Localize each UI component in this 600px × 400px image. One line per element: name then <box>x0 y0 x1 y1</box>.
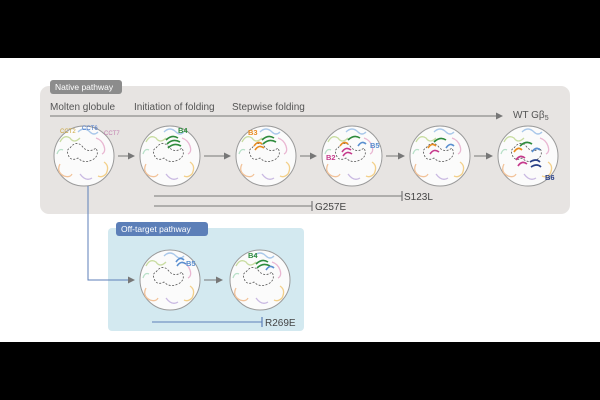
offtarget-pathway-tag <box>116 222 208 236</box>
label-cct2: CCT2 <box>60 129 76 135</box>
mutation-r269e: R269E <box>265 318 296 329</box>
stage-stepwise: Stepwise folding <box>232 102 305 113</box>
native-pathway-tag <box>50 80 122 94</box>
ring-initiation <box>139 125 201 187</box>
label-cct7: CCT7 <box>104 131 120 137</box>
bottom-letterbox <box>0 342 600 400</box>
ring-offtarget-2 <box>229 249 291 311</box>
native-pathway-panel <box>40 86 570 214</box>
ring-step-3 <box>409 125 471 187</box>
stage-molten-globule: Molten globule <box>50 102 115 113</box>
label-b3: B3 <box>248 128 258 137</box>
stage-initiation: Initiation of folding <box>134 102 215 113</box>
branch-arrow <box>87 186 135 284</box>
label-b5-native: B5 <box>370 141 380 150</box>
blade-b5-offtarget <box>175 257 187 267</box>
label-b4-initiation: B4 <box>178 126 188 135</box>
mutation-s123l: S123L <box>404 192 433 203</box>
blades-offtarget-2 <box>255 259 275 271</box>
label-b4-offtarget: B4 <box>248 251 258 260</box>
blades-wt-folded <box>513 141 542 168</box>
mutation-g257e: G257E <box>315 202 346 213</box>
label-cct6: CCT6 <box>82 126 98 132</box>
ring-step-1 <box>235 125 297 187</box>
label-b6: B6 <box>545 173 555 182</box>
stage-final-wt: WT Gβ5 <box>513 110 549 122</box>
blades-step-1 <box>253 135 277 151</box>
label-b5-offtarget: B5 <box>186 259 196 268</box>
offtarget-pathway-label: Off-target pathway <box>121 224 192 234</box>
blade-b4-initiation <box>165 135 182 149</box>
blades-step-2 <box>339 135 367 157</box>
top-letterbox <box>0 0 600 58</box>
native-pathway-label: Native pathway <box>55 82 114 92</box>
blades-step-3 <box>427 137 455 155</box>
label-b2: B2 <box>326 153 336 162</box>
